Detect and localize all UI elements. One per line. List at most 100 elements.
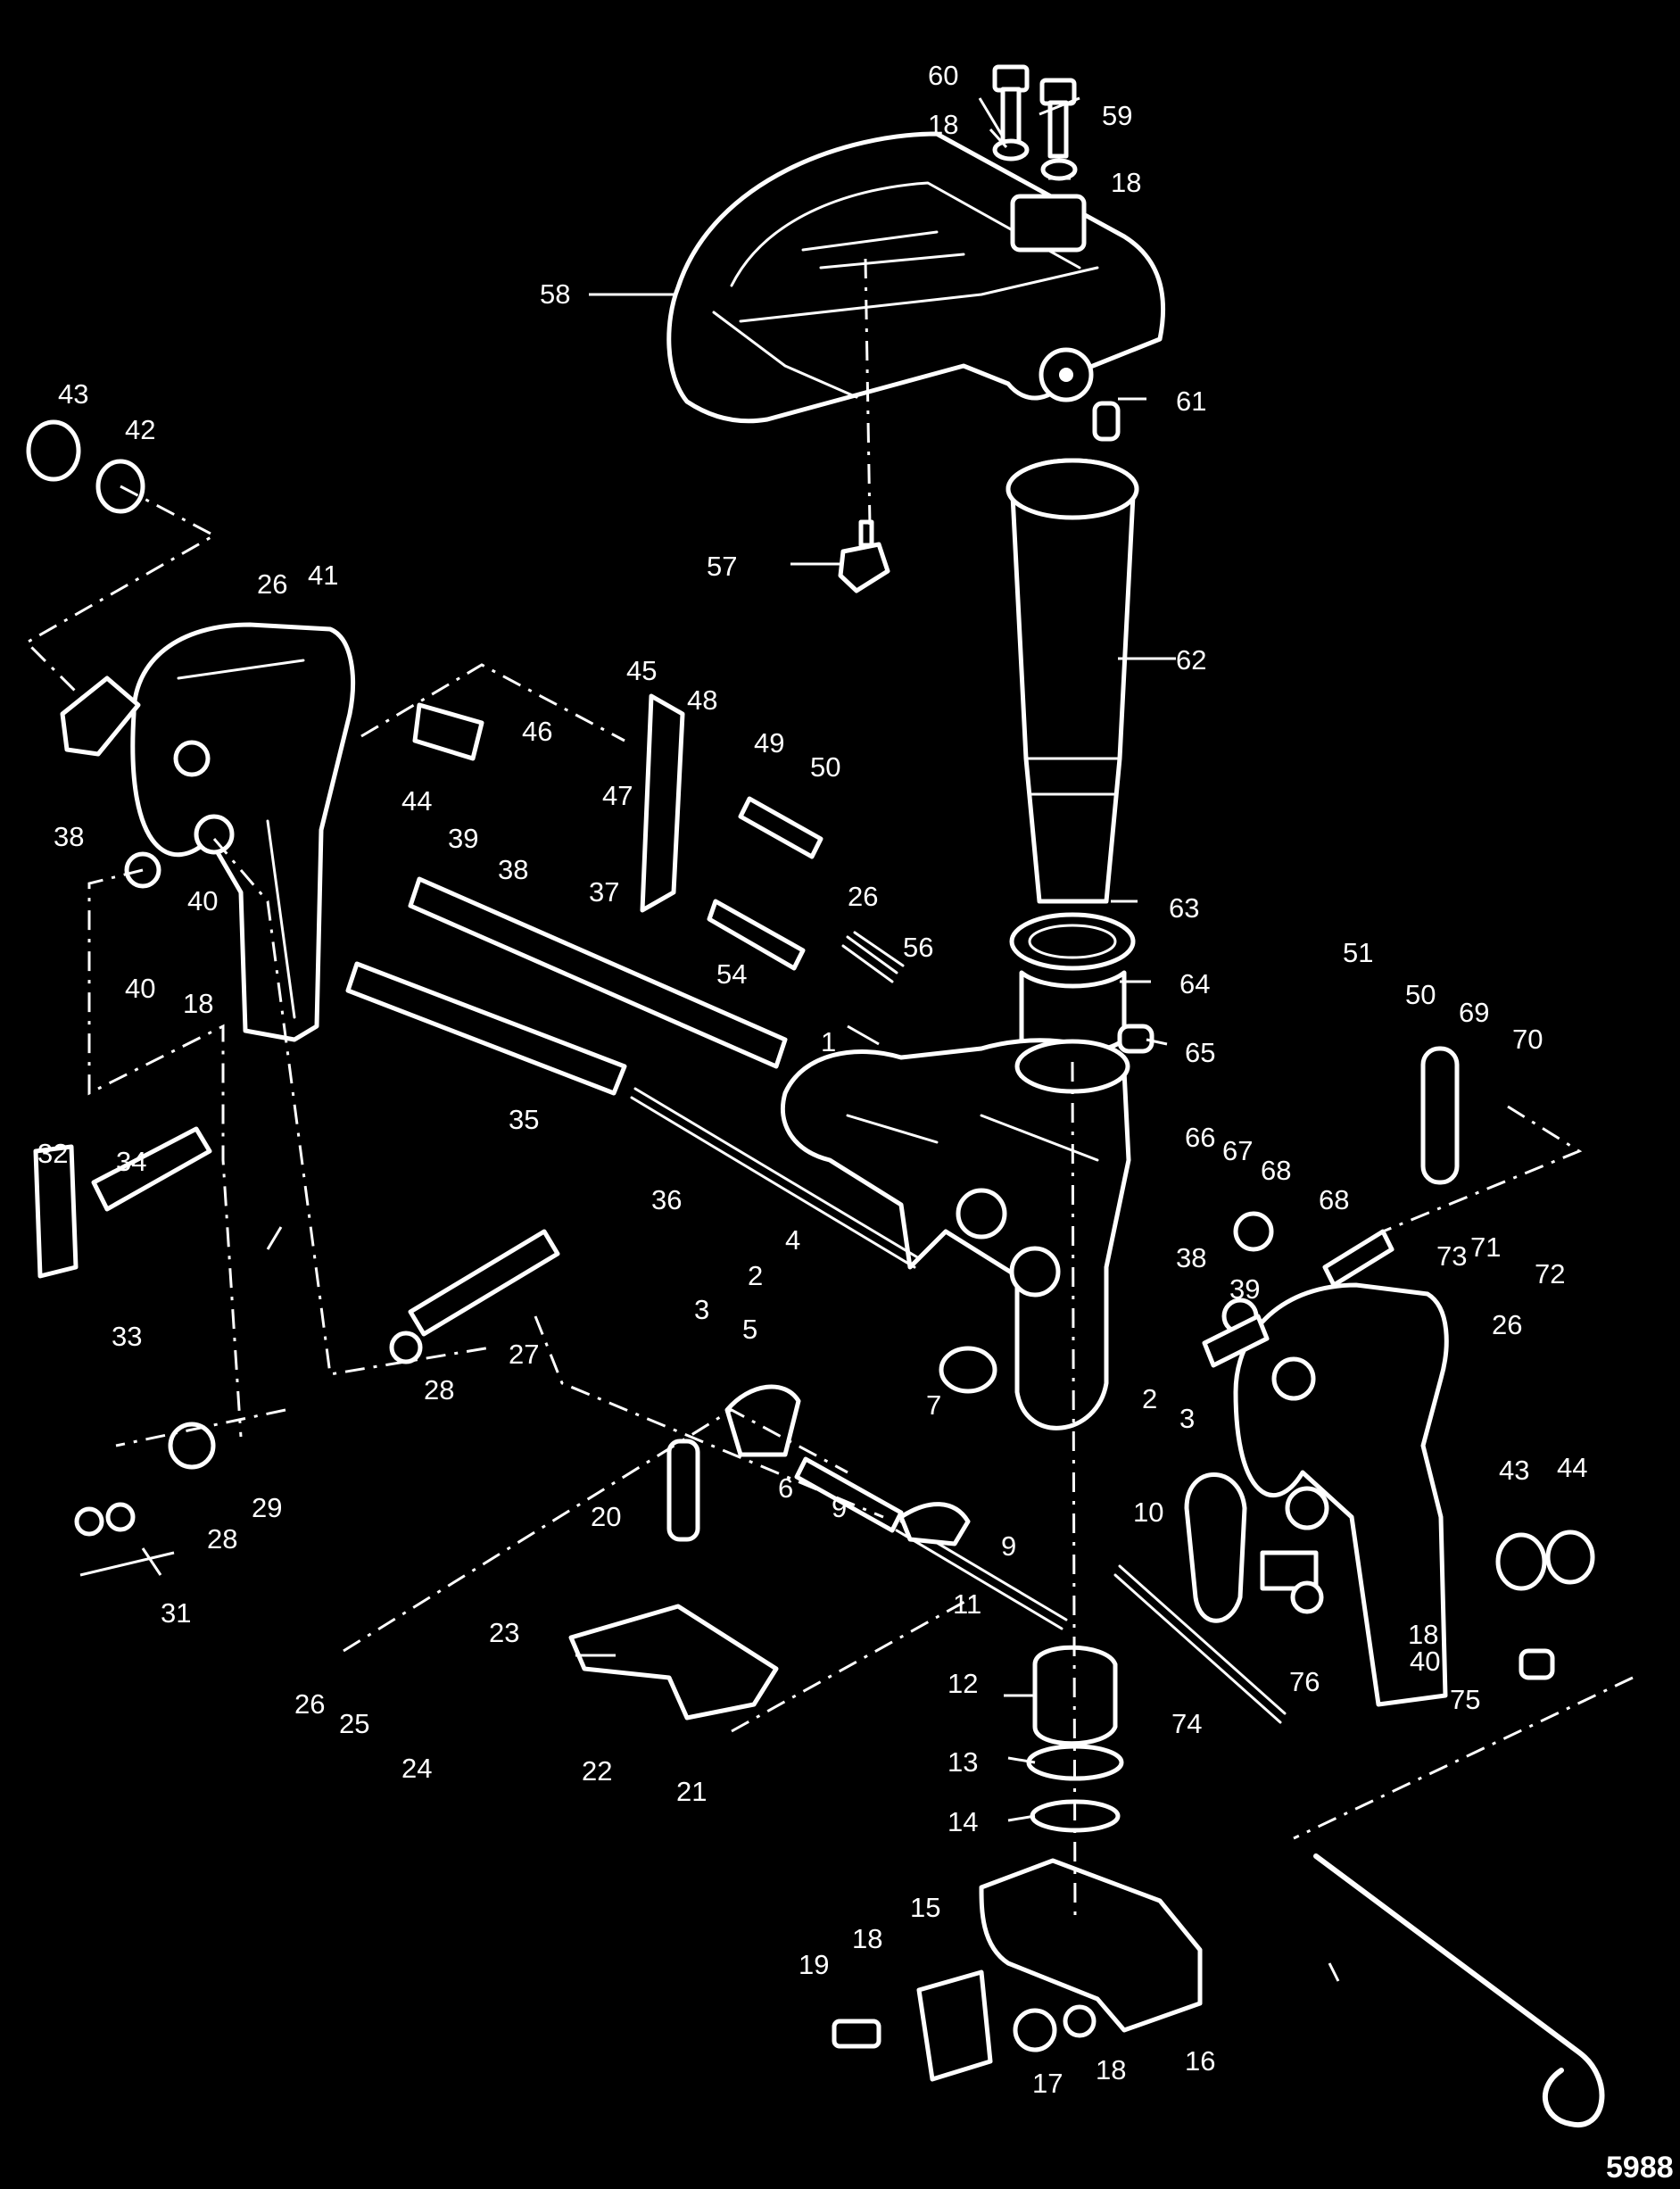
callout-36: 37 <box>589 876 619 908</box>
callout-72: 75 <box>1450 1684 1480 1715</box>
callout-70: 73 <box>1436 1240 1467 1272</box>
callout-26: 26 <box>848 881 878 912</box>
callout-1: 1 <box>821 1026 836 1057</box>
callout-26: 26 <box>294 1688 325 1720</box>
callout-54: 57 <box>707 551 737 582</box>
callout-10: 11 <box>953 1588 981 1620</box>
callout-5: 5 <box>742 1314 757 1345</box>
callout-44: 44 <box>1557 1452 1587 1483</box>
callout-18: 18 <box>1408 1619 1438 1650</box>
callout-29: 29 <box>252 1492 282 1523</box>
callout-4: 4 <box>785 1224 800 1256</box>
left-clamp-bracket <box>124 622 356 1042</box>
callout-55: 58 <box>540 278 570 310</box>
callout-9: 9 <box>1001 1530 1016 1562</box>
leader-lines <box>79 96 1340 1982</box>
lower-mount-housing <box>832 1645 1203 2082</box>
handle-bolts <box>992 64 1078 181</box>
callout-24: 24 <box>401 1753 432 1784</box>
callout-31: 32 <box>37 1138 68 1169</box>
callout-15: 16 <box>1185 2045 1215 2077</box>
callout-42: 41 <box>308 560 338 591</box>
callout-20: 20 <box>591 1501 621 1532</box>
callout-50: 50 <box>1405 979 1436 1010</box>
callout-23: 23 <box>489 1617 519 1648</box>
callout-13: 14 <box>948 1806 978 1837</box>
callout-37: 38 <box>54 821 84 852</box>
callout-46: 45 <box>626 655 657 686</box>
callout-43: 43 <box>1499 1455 1529 1486</box>
callout-71: 74 <box>1171 1708 1202 1739</box>
tiller-handle <box>666 131 1166 424</box>
callout-labels: 60 59 18 18 58 61 57 62 43 42 26 41 45 4… <box>37 60 1587 2099</box>
callout-60: 63 <box>1169 892 1199 924</box>
callout-40: 40 <box>125 973 155 1004</box>
callout-26: 26 <box>257 568 287 600</box>
callout-7: 7 <box>926 1389 941 1421</box>
callout-66: 68 <box>1319 1184 1349 1215</box>
callout-8: 9 <box>832 1492 847 1523</box>
callout-3: 3 <box>1179 1403 1195 1434</box>
callout-26: 26 <box>1492 1309 1522 1340</box>
callout-59: 62 <box>1176 644 1206 676</box>
callout-16: 17 <box>1032 2068 1063 2099</box>
callout-35: 36 <box>651 1184 682 1215</box>
callout-2: 2 <box>1142 1383 1157 1414</box>
callout-32: 33 <box>112 1321 142 1352</box>
callout-18: 18 <box>852 1923 882 1954</box>
callout-63: 66 <box>1185 1122 1215 1153</box>
callout-2: 2 <box>748 1260 763 1291</box>
callout-41: 40 <box>187 885 218 916</box>
tube-rods <box>345 876 1287 1724</box>
callout-52: 54 <box>716 958 747 990</box>
callout-47: 46 <box>522 716 552 747</box>
callout-58: 61 <box>1176 386 1206 417</box>
callout-68: 71 <box>1470 1231 1501 1263</box>
callout-40: 40 <box>1410 1646 1440 1677</box>
callout-61: 64 <box>1179 968 1210 999</box>
callout-38: 38 <box>1176 1242 1206 1273</box>
callout-69: 72 <box>1535 1258 1565 1289</box>
callout-44: 43 <box>58 378 88 410</box>
handle-screw <box>838 519 890 593</box>
callout-18: 18 <box>928 109 958 140</box>
callout-34: 35 <box>509 1104 539 1135</box>
callout-68: 70 <box>1512 1024 1543 1055</box>
steering-tube <box>1006 401 1154 1056</box>
callout-57: 60 <box>928 60 958 91</box>
callout-18: 18 <box>183 988 213 1019</box>
callout-28: 28 <box>424 1374 454 1405</box>
callout-43: 42 <box>125 414 155 445</box>
callout-22: 22 <box>582 1755 612 1787</box>
callout-56: 59 <box>1102 100 1132 131</box>
callout-62: 65 <box>1185 1037 1215 1068</box>
callout-12: 13 <box>948 1746 978 1778</box>
callout-27: 27 <box>509 1339 539 1370</box>
callout-64: 67 <box>1222 1135 1253 1166</box>
callout-6: 6 <box>778 1472 793 1504</box>
callout-49: 48 <box>687 684 717 716</box>
callout-45: 44 <box>401 785 432 817</box>
lever-arms <box>568 1384 971 1721</box>
callout-28: 28 <box>207 1523 237 1555</box>
callout-33: 34 <box>116 1146 146 1177</box>
callout-18: 18 <box>1111 167 1141 198</box>
callout-21: 21 <box>676 1776 707 1807</box>
callout-65: 68 <box>1261 1155 1291 1186</box>
callout-53: 56 <box>903 932 933 963</box>
callout-39: 39 <box>448 823 478 854</box>
callout-9: 10 <box>1133 1497 1163 1528</box>
callout-11: 12 <box>948 1668 978 1699</box>
figure-number: 5988 <box>1606 2151 1674 2185</box>
callout-67: 69 <box>1459 997 1489 1028</box>
callout-3: 3 <box>694 1294 709 1325</box>
callout-25: 25 <box>339 1708 369 1739</box>
hook-rod <box>1313 1853 1605 2128</box>
callout-48: 47 <box>602 780 633 811</box>
springs-pins <box>91 702 905 1542</box>
callout-39: 39 <box>1229 1273 1260 1305</box>
right-clamp-bracket <box>1184 1282 1449 1707</box>
callout-19: 19 <box>799 1949 829 1980</box>
